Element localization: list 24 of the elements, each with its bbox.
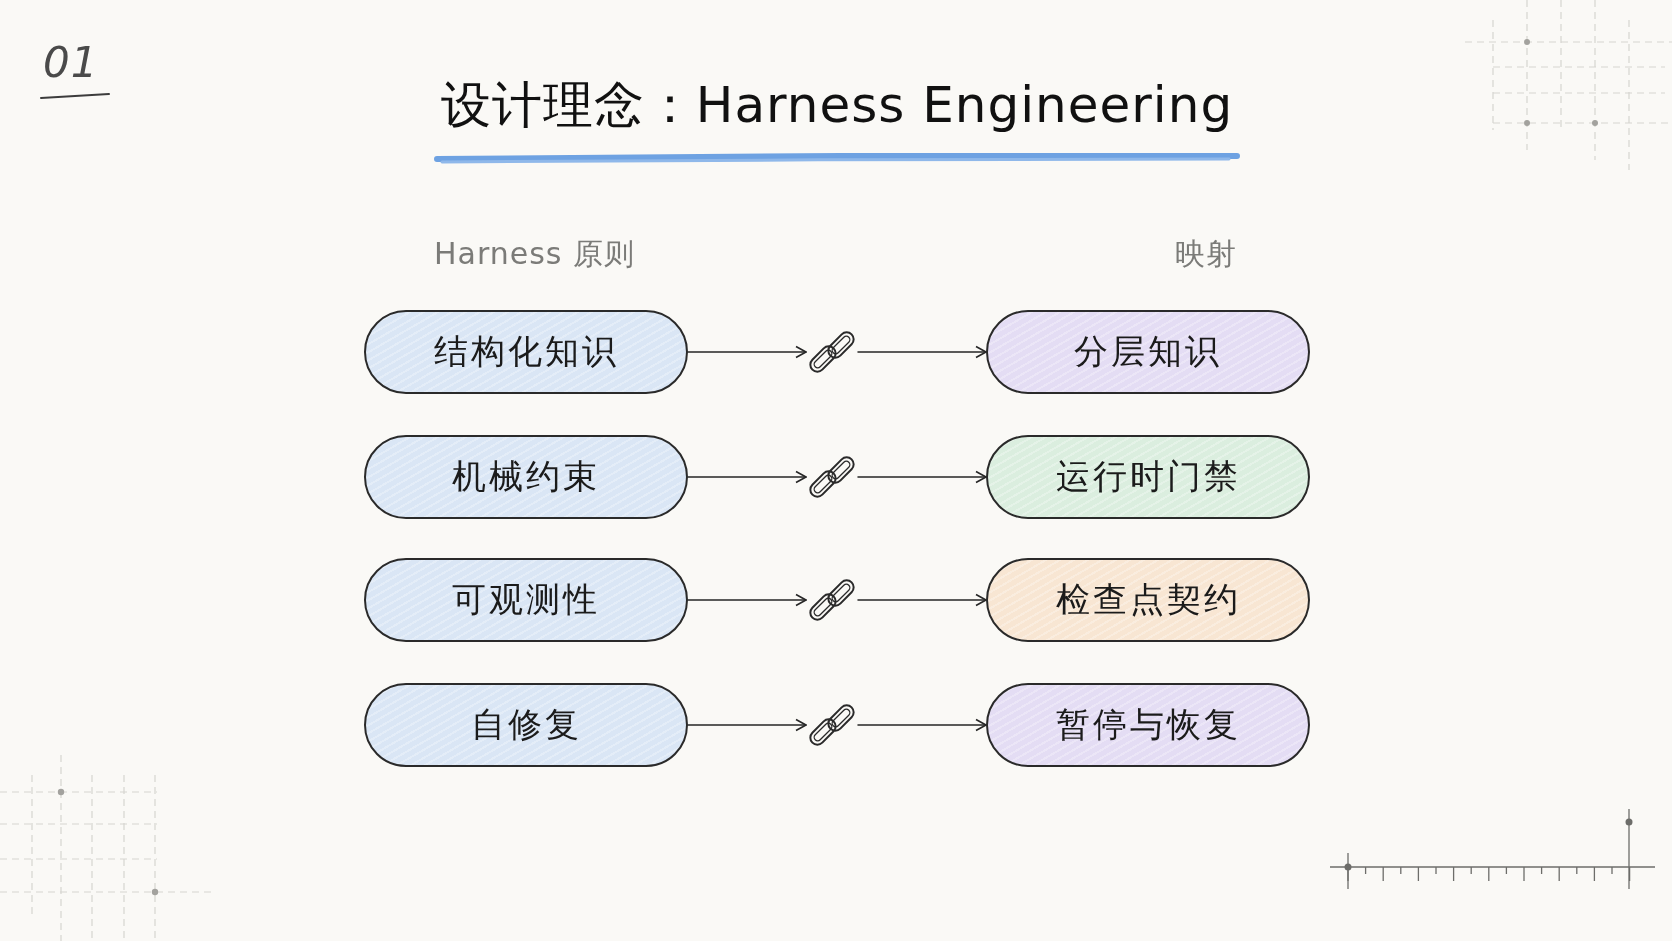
rounded-box: 运行时门禁 [986,435,1310,519]
page-number: 01 [43,38,99,87]
chain-icon [806,453,858,501]
rounded-box: 暂停与恢复 [986,683,1310,767]
rounded-box: 自修复 [364,683,688,767]
arrow [687,718,807,732]
rounded-box: 可观测性 [364,558,688,642]
title: 设计理念：Harness Engineering [440,75,1234,136]
arrow [687,345,807,359]
arrow [857,470,987,484]
arrow [687,470,807,484]
arrow [687,593,807,607]
arrow [857,718,987,732]
arrow [857,345,987,359]
rounded-box: 机械约束 [364,435,688,519]
column-heading: 映射 [1175,235,1237,273]
chain-icon [806,701,858,749]
arrow [857,593,987,607]
column-heading: Harness 原则 [434,235,635,273]
chain-icon [806,576,858,624]
rounded-box: 分层知识 [986,310,1310,394]
rounded-box: 检查点契约 [986,558,1310,642]
rounded-box: 结构化知识 [364,310,688,394]
chain-icon [806,328,858,376]
